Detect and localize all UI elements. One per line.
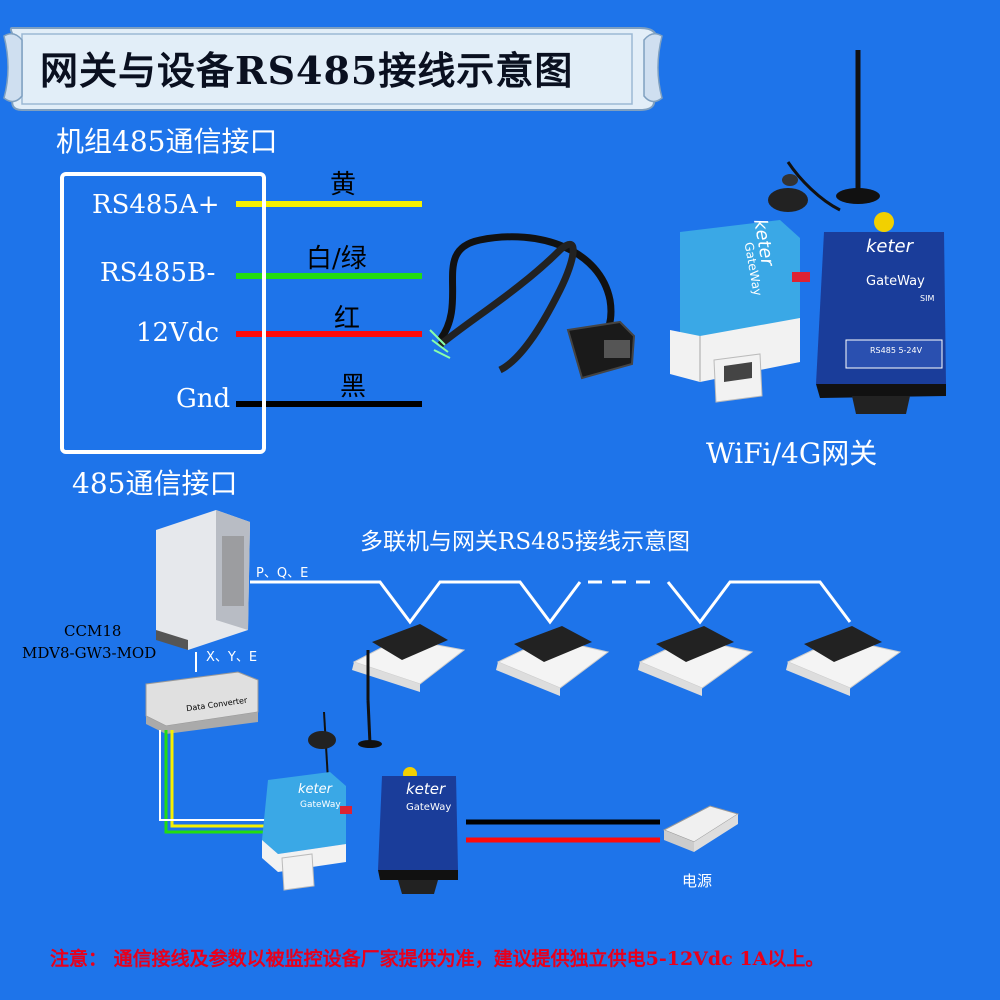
power-supply-icon xyxy=(662,805,740,852)
lower-4g-gateway-icon xyxy=(378,767,458,894)
pin-gnd-label: Gnd xyxy=(176,384,231,414)
interface-box xyxy=(60,172,266,454)
lower-4g-brand: keter xyxy=(406,780,446,798)
pin-12v-label: 12Vdc xyxy=(136,318,220,348)
top-4g-name: GateWay xyxy=(866,274,925,289)
interface-caption: 485通信接口 xyxy=(72,467,238,500)
power-label: 电源 xyxy=(682,872,713,890)
converter-wire-green xyxy=(164,730,270,834)
4g-gateway-icon xyxy=(816,50,946,414)
top-4g-sim: SIM xyxy=(920,294,935,303)
ccm-label-1: CCM18 xyxy=(64,622,122,640)
unit-interface-title: 机组485通信接口 xyxy=(56,125,278,158)
top-4g-brand: keter xyxy=(866,236,914,257)
pqe-bus-line xyxy=(250,580,582,625)
lower-4g-name: GateWay xyxy=(406,802,452,813)
wire-a-label: 黄 xyxy=(330,170,357,200)
indoor-unit-4-icon xyxy=(786,626,902,696)
warning-note: 注意： 通信接线及参数以被监控设备厂家提供为准，建议提供独立供电5-12Vdc … xyxy=(50,948,825,970)
wire-gnd-label: 黑 xyxy=(340,372,367,402)
pqe-label: P、Q、E xyxy=(256,566,309,581)
page-title: 网关与设备RS485接线示意图 xyxy=(40,48,574,93)
indoor-unit-2-icon xyxy=(496,626,610,696)
indoor-unit-1-icon xyxy=(352,624,466,692)
lower-gateway-name: GateWay xyxy=(300,800,341,810)
serial-cable-icon xyxy=(429,233,636,380)
vrf-section-title: 多联机与网关RS485接线示意图 xyxy=(360,529,690,555)
wire-b-label: 白/绿 xyxy=(306,244,367,274)
vrf-outdoor-unit-icon xyxy=(156,510,250,650)
ccm-label-2: MDV8-GW3-MOD xyxy=(22,644,157,662)
top-4g-terminal: RS485 5-24V xyxy=(870,346,923,355)
title-banner xyxy=(3,27,663,111)
lower-wifi-gateway-icon xyxy=(262,699,382,891)
data-converter-icon xyxy=(145,671,259,734)
wire-12v-label: 红 xyxy=(334,304,361,334)
xye-label: X、Y、E xyxy=(206,650,258,665)
converter-wire-yellow xyxy=(170,730,270,828)
converter-wire-white xyxy=(159,730,270,821)
pin-b-label: RS485B- xyxy=(100,258,216,288)
indoor-unit-3-icon xyxy=(638,626,754,696)
wifi-gateway-icon xyxy=(670,161,841,403)
gateway-caption: WiFi/4G网关 xyxy=(706,437,878,470)
lower-gateway-brand: keter xyxy=(298,782,332,797)
pin-a-label: RS485A+ xyxy=(92,190,220,220)
